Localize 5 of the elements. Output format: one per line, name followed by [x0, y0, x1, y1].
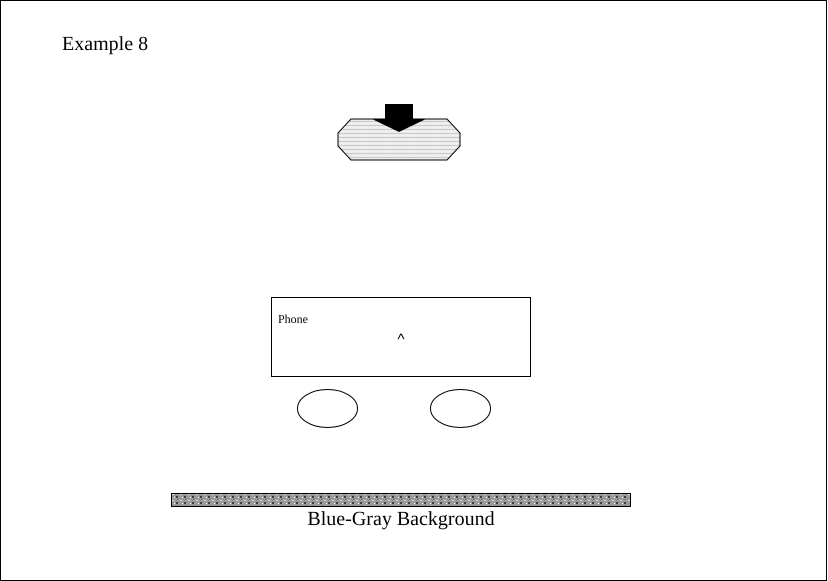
- device-label: Phone: [278, 312, 308, 327]
- caption-text: Blue-Gray Background: [306, 508, 496, 531]
- caret-symbol: ^: [396, 331, 406, 348]
- device-box: [271, 297, 531, 377]
- title: Example 8: [62, 33, 148, 56]
